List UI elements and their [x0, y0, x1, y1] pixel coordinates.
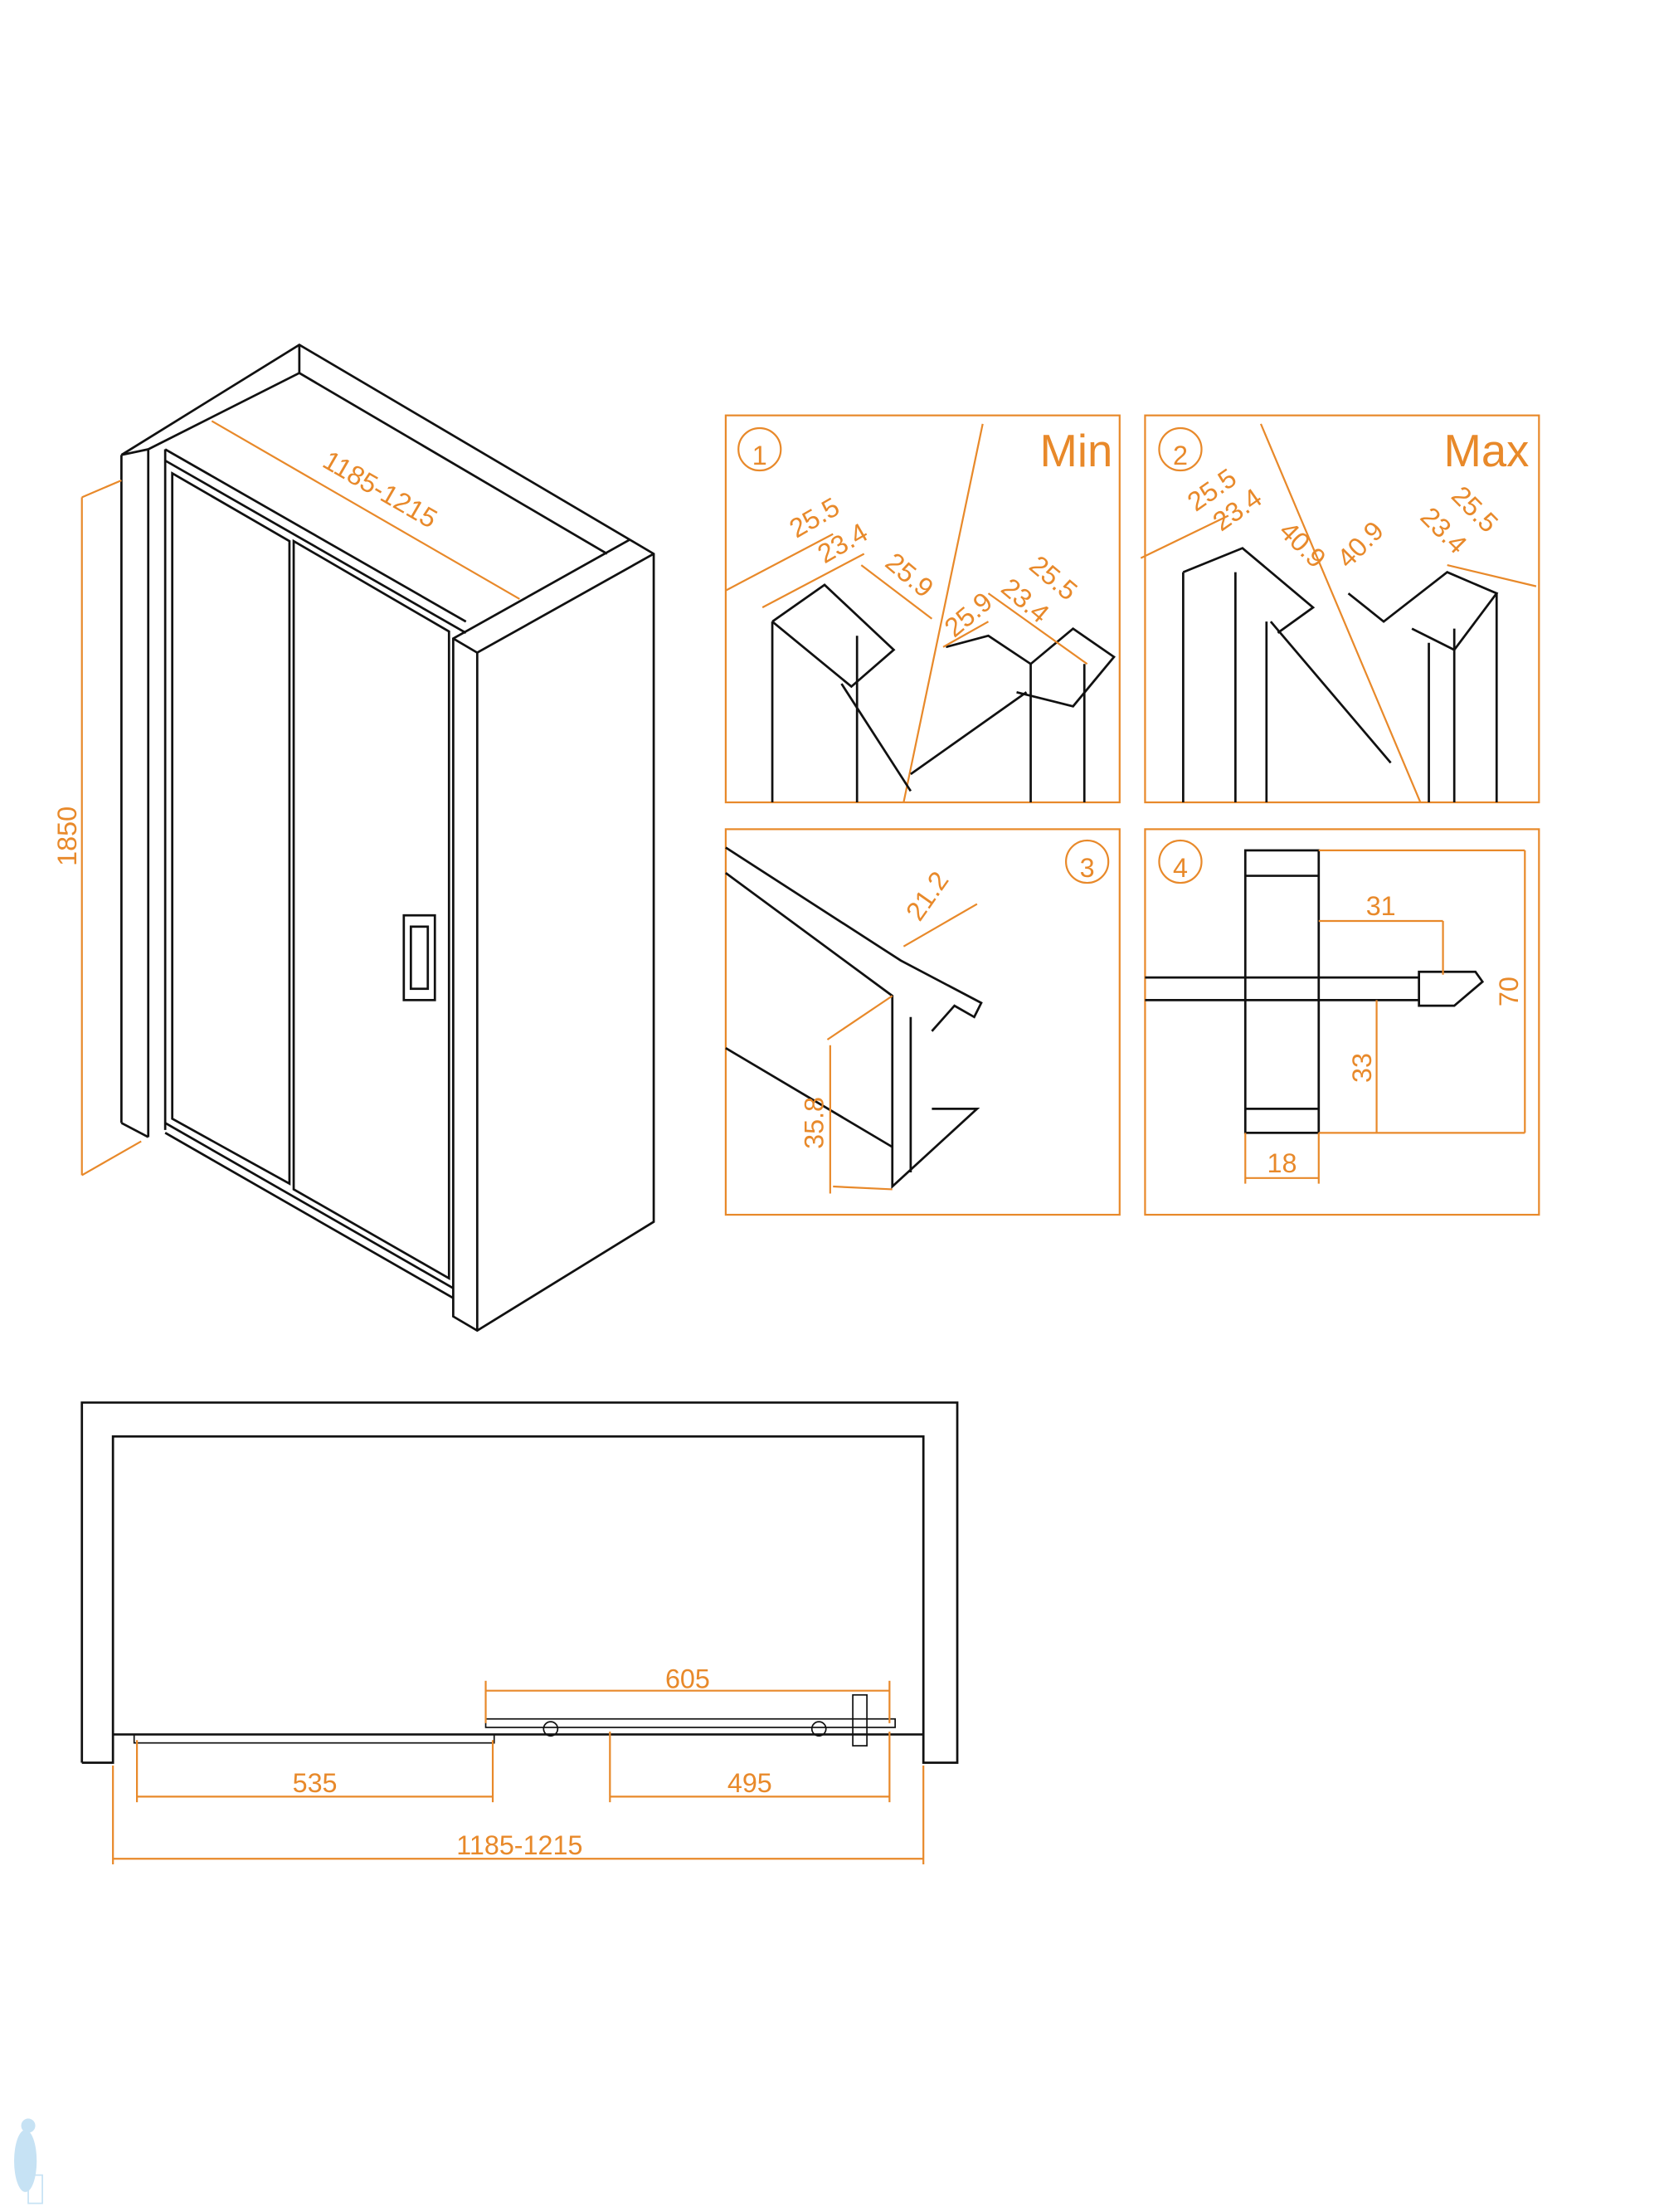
dim-label: 40.9	[1331, 515, 1389, 573]
dim-label: 18	[1267, 1148, 1297, 1178]
dim-label: 35.8	[799, 1097, 829, 1149]
detail-number: 3	[1080, 853, 1095, 883]
dim-label: 1185-1215	[456, 1830, 582, 1860]
dim-label: 70	[1494, 977, 1524, 1006]
height-dimension: 1850	[52, 806, 82, 866]
detail-1-min: 1 Min 25.5 23.4 25.9 25.9 23.4 25.5	[724, 414, 1121, 804]
detail-3: 3 21.2 35.8	[724, 828, 1121, 1216]
detail-number: 4	[1173, 853, 1188, 883]
door-handle	[402, 914, 436, 1001]
detail-number: 2	[1173, 441, 1188, 470]
dim-label: 605	[665, 1664, 710, 1693]
shower-3d-view: 1850 1185-1215	[52, 343, 655, 1333]
detail-2-max: 2 Max 25.5 23.4 40.9 40.9 23.4 25.5	[1140, 414, 1540, 804]
plan-view: 605 535 495 1185-1215	[80, 1401, 959, 1865]
detail-label: Min	[1040, 426, 1113, 476]
dim-label: 535	[293, 1768, 338, 1798]
dim-label: 33	[1347, 1053, 1377, 1083]
dim-label: 495	[727, 1768, 772, 1798]
dim-label: 40.9	[1273, 515, 1331, 573]
dim-label: 31	[1366, 891, 1396, 921]
dim-label: 25.9	[880, 547, 939, 603]
dim-label: 21.2	[900, 866, 955, 926]
plumber-logo-icon	[14, 2118, 43, 2205]
detail-label: Max	[1444, 426, 1530, 476]
detail-number: 1	[752, 441, 767, 470]
width-dimension: 1185-1215	[318, 445, 442, 534]
detail-4: 4 31 70 33 18	[1144, 828, 1540, 1216]
